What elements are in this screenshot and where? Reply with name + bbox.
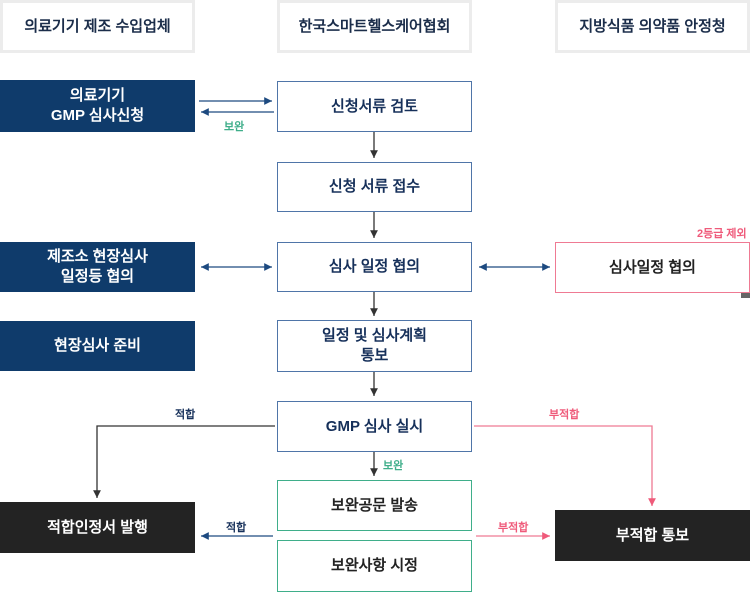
- correct-supplements: 보완사항 시정: [277, 540, 472, 592]
- issue-certificate: 적합인정서 발행: [0, 502, 195, 553]
- notify-plan: 일정 및 심사계획 통보: [277, 320, 472, 372]
- review-documents: 신청서류 검토: [277, 81, 472, 132]
- label-supplement: 보완: [383, 460, 404, 472]
- header-manufacturer: 의료기기 제조 수입업체: [0, 0, 195, 53]
- prepare-site-audit: 현장심사 준비: [0, 321, 195, 371]
- label-pass: 적합: [226, 522, 247, 534]
- send-supplement-notice: 보완공문 발송: [277, 480, 472, 531]
- apply-gmp-audit: 의료기기 GMP 심사신청: [0, 80, 195, 132]
- class2-excluded-note: 2등급 제외: [697, 228, 747, 240]
- header-mfds: 지방식품 의약품 안정청: [555, 0, 750, 53]
- receive-documents: 신청 서류 접수: [277, 162, 472, 212]
- nonconformity-notice: 부적합 통보: [555, 510, 750, 561]
- header-association: 한국스마트헬스케어협회: [277, 0, 472, 53]
- label-pass: 적합: [175, 409, 196, 421]
- label-fail: 부적합: [498, 522, 529, 534]
- site-audit-schedule: 제조소 현장심사 일정등 협의: [0, 242, 195, 292]
- label-supplement: 보완: [224, 121, 245, 133]
- conduct-gmp-audit: GMP 심사 실시: [277, 401, 472, 452]
- schedule-audit: 심사 일정 협의: [277, 242, 472, 292]
- mfds-schedule-audit: 심사일정 협의: [555, 242, 750, 293]
- label-fail: 부적합: [549, 409, 580, 421]
